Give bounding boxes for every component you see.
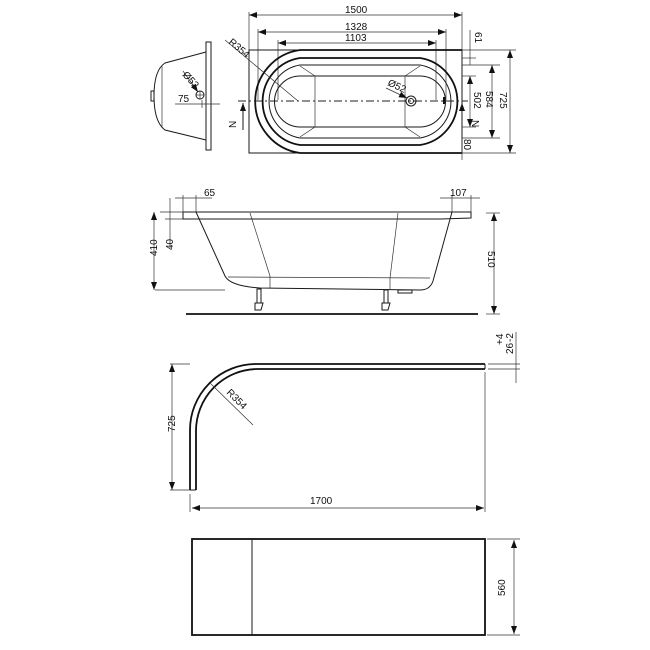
dim-725-return-label: 725	[167, 415, 178, 432]
basin-floor	[274, 75, 446, 128]
panel-outer	[189, 363, 485, 490]
end-waste-label: Ø52	[180, 70, 201, 92]
dim-1500-label: 1500	[345, 5, 368, 16]
facet-3	[404, 65, 421, 77]
overflow-mark	[443, 97, 445, 104]
leg-left-foot	[254, 302, 264, 311]
panel-plan: R354 725 1700 26 -2 +4	[167, 332, 520, 512]
dim-584-label: 584	[483, 91, 494, 108]
dim-26-tol-plus: +4	[495, 333, 506, 345]
dim-725-label: 725	[497, 92, 508, 109]
dim-1103-label: 1103	[345, 33, 367, 44]
plan-view: 1500 1328 1103 Ø52	[224, 5, 516, 160]
dim-502-label: 502	[471, 92, 482, 109]
facet-2	[299, 126, 316, 138]
end-view: Ø52 75	[150, 41, 220, 151]
panel-front-rect	[191, 538, 486, 636]
end-offset-label: 75	[178, 94, 190, 105]
leg-right-foot	[381, 302, 391, 311]
facet-1	[299, 65, 316, 77]
dim-410-label: 410	[149, 239, 160, 256]
dim-1700-label: 1700	[310, 496, 333, 507]
dim-510-label: 510	[485, 251, 496, 268]
dim-560-label: 560	[497, 579, 508, 596]
dim-40-label: 40	[165, 238, 176, 250]
waste-inner	[408, 98, 414, 104]
dim-1328-label: 1328	[345, 22, 368, 33]
side-view: 65 107 40 410 510	[149, 188, 500, 315]
radius-leader	[224, 39, 299, 102]
dim-65-label: 65	[204, 188, 216, 199]
dim-80-label: 80	[461, 139, 472, 151]
bowl-outline	[261, 57, 459, 146]
panel-inner	[195, 368, 485, 490]
radius-label: R354	[226, 37, 252, 61]
side-facet-left	[249, 212, 271, 277]
dim-61-label: 61	[472, 32, 483, 44]
bowl-ledge	[268, 64, 452, 139]
side-floor-line	[227, 276, 431, 279]
section-label-right: N	[469, 120, 480, 127]
facet-4	[404, 126, 421, 138]
panel-elevation: 560	[191, 538, 520, 636]
section-label-left: N	[228, 121, 239, 128]
end-rim	[205, 41, 212, 151]
dim-26-tol-minus: -2	[505, 333, 516, 342]
side-facet-right	[389, 212, 399, 279]
end-waste-leader	[182, 70, 199, 93]
panel-radius-leader	[209, 382, 254, 426]
leg-left	[256, 288, 262, 304]
dim-107-label: 107	[450, 188, 467, 199]
waste-outer	[405, 95, 417, 107]
side-waste	[397, 289, 413, 294]
side-rim	[182, 211, 472, 220]
side-shell	[195, 211, 453, 291]
end-overflow	[150, 90, 155, 102]
dim-26-label: 26	[505, 342, 516, 354]
leg-right	[383, 289, 389, 304]
waste-leader	[385, 87, 408, 99]
